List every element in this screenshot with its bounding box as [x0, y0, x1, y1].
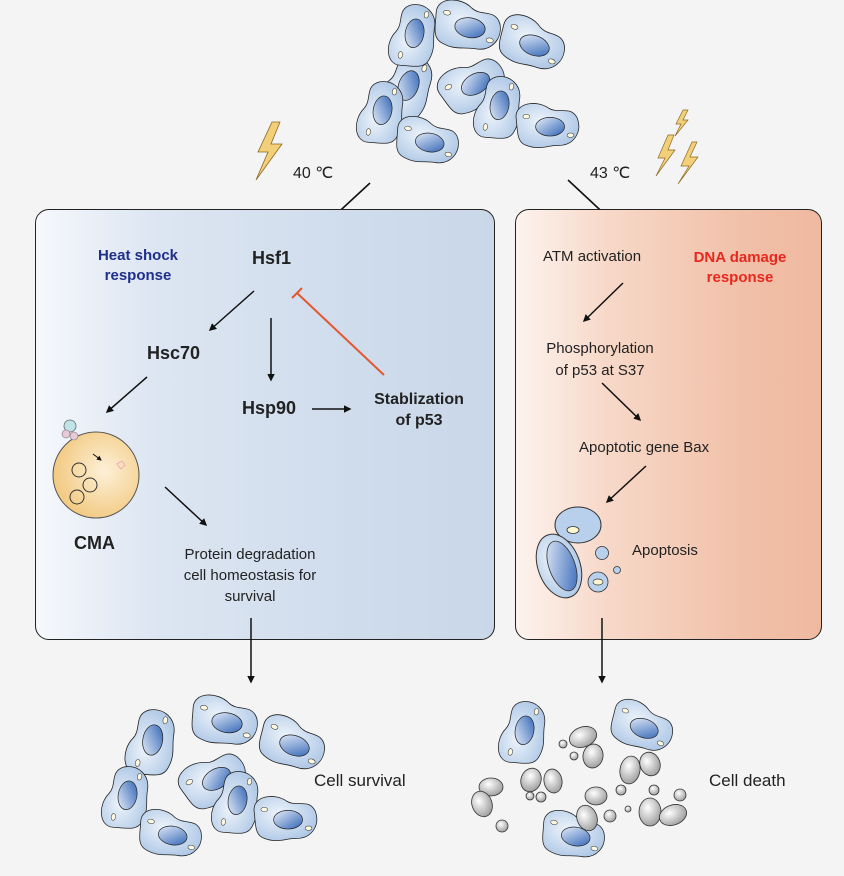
apoptotic-body-icon	[674, 789, 686, 801]
heat-shock-response-title: Heat shock response	[88, 246, 188, 286]
apoptotic-body-icon	[585, 787, 607, 805]
node-apoptotic-gene-bax: Apoptotic gene Bax	[579, 439, 709, 456]
apoptotic-body-icon	[526, 792, 534, 800]
cell-icon	[254, 796, 317, 840]
cell-icon	[253, 710, 331, 777]
node-atm-activation: ATM activation	[543, 248, 641, 265]
node-hsf1: Hsf1	[252, 248, 291, 269]
apoptotic-body-icon	[618, 754, 643, 785]
apoptotic-body-icon	[536, 792, 546, 802]
node-hsp90: Hsp90	[242, 398, 296, 419]
temperature-label-40: 40 ℃	[293, 163, 333, 183]
node-protein-degradation: Protein degradation cell homeostasis for…	[155, 544, 345, 607]
node-stabilization-of-p53: Stablization of p53	[357, 389, 481, 431]
apoptotic-body-icon	[559, 740, 567, 748]
apoptotic-body-icon	[636, 749, 663, 778]
cell-cluster-survival	[99, 692, 332, 861]
cell-cluster-death	[468, 695, 689, 862]
temperature-label-43: 43 ℃	[590, 163, 630, 183]
cell-icon	[386, 1, 440, 71]
apoptotic-body-icon	[649, 785, 659, 795]
apoptotic-body-icon	[542, 768, 564, 795]
node-phosphorylation-p53: Phosphorylation of p53 at S37	[530, 338, 670, 382]
lightning-icon-right	[656, 110, 698, 184]
apoptotic-body-icon	[656, 801, 689, 829]
cell-cluster-top	[354, 0, 579, 168]
node-hsc70: Hsc70	[147, 343, 200, 364]
cell-icon	[493, 10, 571, 77]
apoptotic-body-icon	[639, 798, 661, 826]
outcome-cell-death: Cell death	[709, 771, 786, 791]
node-cma: CMA	[74, 533, 115, 554]
outcome-cell-survival: Cell survival	[314, 771, 406, 791]
apoptotic-body-icon	[616, 785, 626, 795]
dna-damage-response-title: DNA damage response	[680, 248, 800, 288]
cell-icon	[188, 692, 262, 750]
lightning-icon-left	[256, 122, 282, 180]
apoptotic-body-icon	[604, 810, 616, 822]
cell-icon	[393, 114, 463, 168]
cell-icon	[539, 808, 609, 862]
apoptotic-body-icon	[570, 752, 578, 760]
cell-icon	[136, 807, 206, 861]
cell-icon	[605, 695, 679, 758]
apoptotic-body-icon	[496, 820, 508, 832]
node-apoptosis: Apoptosis	[632, 542, 698, 559]
cell-icon	[431, 0, 505, 55]
cell-icon	[496, 698, 550, 768]
apoptotic-body-icon	[625, 806, 631, 812]
cell-icon	[516, 103, 579, 147]
apoptotic-body-icon	[517, 765, 544, 794]
